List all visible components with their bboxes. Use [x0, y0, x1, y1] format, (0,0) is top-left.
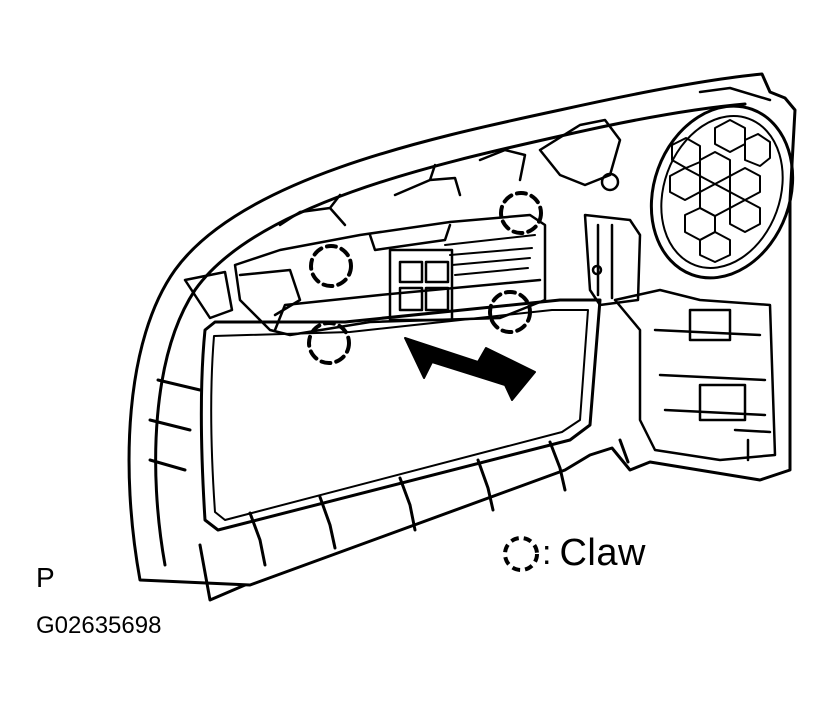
claw-marker-upper-right	[499, 191, 543, 235]
view-label: P	[36, 562, 55, 593]
legend-label: Claw	[559, 532, 646, 574]
switch-assembly	[183, 213, 547, 337]
right-connector-block	[583, 213, 777, 462]
legend-colon: :	[542, 534, 552, 572]
claw-marker-lower-right	[488, 290, 532, 334]
claw-marker-lower-left	[307, 321, 351, 365]
legend: : Claw	[500, 532, 646, 575]
claw-callouts	[307, 191, 543, 365]
upper-trim-details	[278, 86, 772, 227]
claw-marker-upper-left	[309, 244, 353, 288]
dashed-circle-icon	[503, 535, 539, 572]
removal-direction-arrow	[404, 337, 536, 401]
trim-panel	[127, 72, 797, 602]
figure-code: G02635698	[36, 612, 162, 639]
panel-opening	[199, 298, 630, 567]
vent-grille	[649, 104, 795, 280]
